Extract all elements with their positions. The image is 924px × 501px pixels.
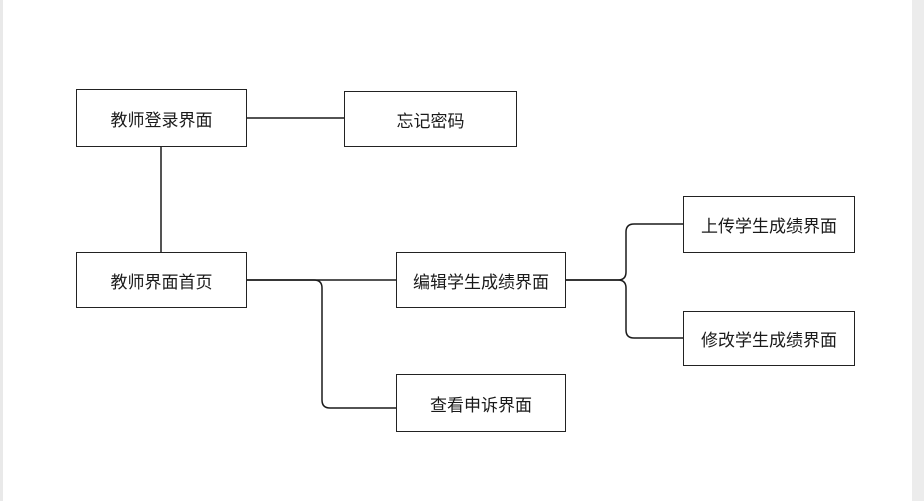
edge-edit-upload xyxy=(566,223,683,281)
canvas-left-border xyxy=(0,0,3,501)
edge-home-view xyxy=(247,279,396,409)
node-edit-grades[interactable]: 编辑学生成绩界面 xyxy=(396,252,566,308)
node-label: 忘记密码 xyxy=(396,111,465,132)
node-label: 修改学生成绩界面 xyxy=(701,331,837,351)
node-modify-grades[interactable]: 修改学生成绩界面 xyxy=(683,311,855,366)
edge-edit-modify xyxy=(566,279,683,339)
node-label: 教师界面首页 xyxy=(110,272,213,293)
node-forgot-password[interactable]: 忘记密码 xyxy=(344,91,517,147)
node-label: 上传学生成绩界面 xyxy=(701,217,837,237)
node-upload-grades[interactable]: 上传学生成绩界面 xyxy=(683,196,855,253)
node-teacher-home[interactable]: 教师界面首页 xyxy=(76,252,247,308)
node-view-appeals[interactable]: 查看申诉界面 xyxy=(396,374,566,432)
canvas-right-scrollbar[interactable] xyxy=(912,0,924,501)
node-label: 编辑学生成绩界面 xyxy=(413,272,549,293)
node-label: 查看申诉界面 xyxy=(430,395,532,416)
node-label: 教师登录界面 xyxy=(110,110,213,131)
node-teacher-login[interactable]: 教师登录界面 xyxy=(76,89,247,147)
